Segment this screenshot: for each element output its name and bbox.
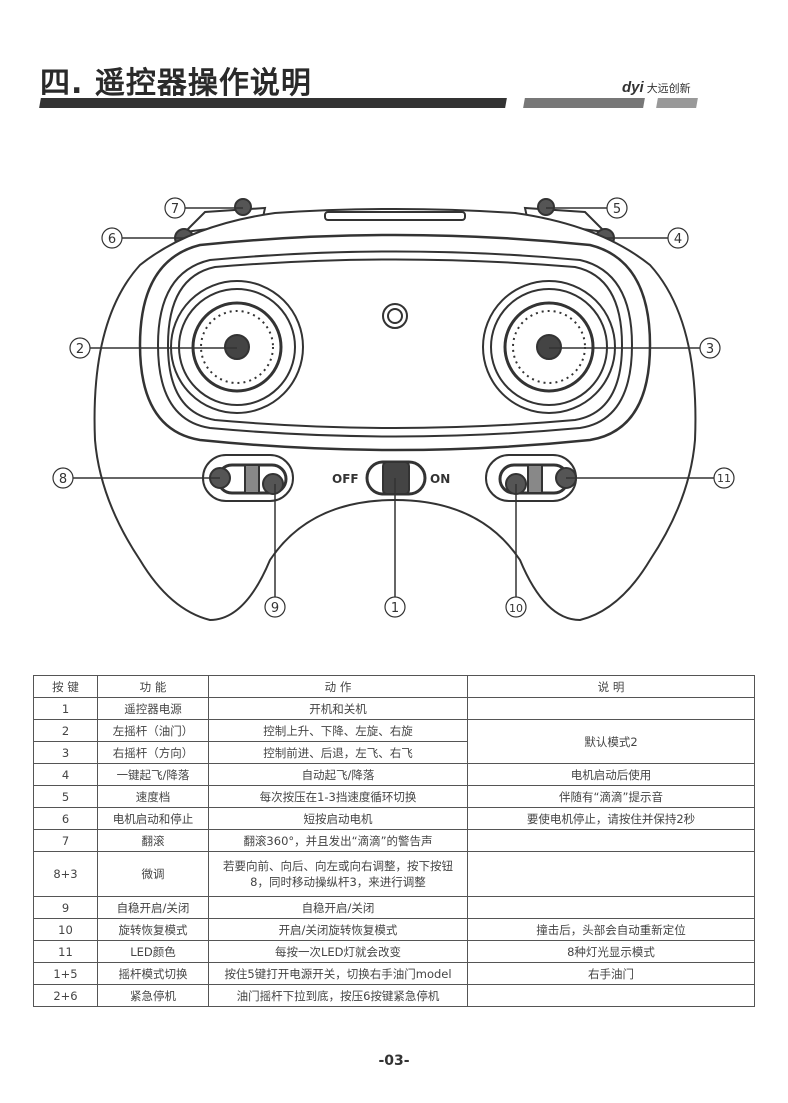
cell-action: 每按一次LED灯就会改变: [208, 940, 468, 963]
left-stick: [170, 280, 304, 414]
cell-note: 默认模式2: [467, 719, 755, 764]
table-header: 按 键 功 能 动 作 说 明: [33, 675, 755, 698]
logo-mark: dyi: [622, 79, 644, 96]
cell-function: 电机启动和停止: [97, 807, 209, 830]
cell-function: 旋转恢复模式: [97, 918, 209, 941]
cell-key: 3: [33, 741, 98, 764]
cell-note: 电机启动后使用: [467, 763, 755, 786]
header-action: 动 作: [208, 675, 468, 698]
right-stick: [482, 280, 616, 414]
cell-action: 按住5键打开电源开关，切换右手油门model: [208, 962, 468, 985]
button-7: [234, 198, 252, 216]
cell-function: 自稳开启/关闭: [97, 896, 209, 919]
cell-key: 7: [33, 829, 98, 852]
cell-action: 开启/关闭旋转恢复模式: [208, 918, 468, 941]
header-note: 说 明: [467, 675, 755, 698]
cell-key: 2+6: [33, 984, 98, 1007]
cell-key: 5: [33, 785, 98, 808]
callout-6: 6: [108, 232, 116, 247]
switch-on-label: ON: [430, 472, 450, 486]
cell-note: 伴随有“滴滴”提示音: [467, 785, 755, 808]
center-button: [382, 303, 408, 329]
page-title: 四. 遥控器操作说明: [40, 66, 312, 101]
cell-note: 撞击后，头部会自动重新定位: [467, 918, 755, 941]
header-function: 功 能: [97, 675, 209, 698]
cell-action: 自稳开启/关闭: [208, 896, 468, 919]
cell-function: 速度档: [97, 785, 209, 808]
cell-key: 11: [33, 940, 98, 963]
cell-function: 遥控器电源: [97, 697, 209, 720]
callout-8: 8: [59, 472, 67, 487]
cell-key: 1+5: [33, 962, 98, 985]
cell-note: [467, 851, 755, 897]
cell-function: 紧急停机: [97, 984, 209, 1007]
cell-action: 每次按压在1-3挡速度循环切换: [208, 785, 468, 808]
callout-3: 3: [706, 342, 714, 357]
cell-function: 左摇杆（油门）: [97, 719, 209, 742]
cell-key: 4: [33, 763, 98, 786]
cell-note: [467, 697, 755, 720]
cell-note: [467, 896, 755, 919]
switch-off-label: OFF: [332, 472, 359, 486]
cell-key: 8+3: [33, 851, 98, 897]
callout-11: 11: [717, 472, 731, 485]
cell-function: 摇杆模式切换: [97, 962, 209, 985]
cell-note: [467, 984, 755, 1007]
cell-function: 右摇杆（方向）: [97, 741, 209, 764]
cell-action: 翻滚360°，并且发出“滴滴”的警告声: [208, 829, 468, 852]
cell-action: 若要向前、向后、向左或向右调整，按下按钮8，同时移动操纵杆3，来进行调整: [208, 851, 468, 897]
cell-note: 要使电机停止，请按住并保持2秒: [467, 807, 755, 830]
callout-4: 4: [674, 232, 682, 247]
cell-key: 6: [33, 807, 98, 830]
cell-note: [467, 829, 755, 852]
cell-action: 短按启动电机: [208, 807, 468, 830]
callout-7: 7: [171, 202, 179, 217]
callout-5: 5: [613, 202, 621, 217]
callout-2: 2: [76, 342, 84, 357]
button-5: [537, 198, 555, 216]
cell-action: 控制上升、下降、左旋、右旋: [208, 719, 468, 742]
cell-key: 10: [33, 918, 98, 941]
page-number: -03-: [378, 1053, 410, 1069]
cell-action: 自动起飞/降落: [208, 763, 468, 786]
cell-function: 翻滚: [97, 829, 209, 852]
callout-10: 10: [509, 602, 523, 615]
cell-action: 油门摇杆下拉到底，按压6按键紧急停机: [208, 984, 468, 1007]
cell-key: 2: [33, 719, 98, 742]
controller-diagram: OFF ON 1 2 3 4 5 6 7 8 9 10 11: [52, 197, 735, 622]
cell-function: LED颜色: [97, 940, 209, 963]
callout-9: 9: [271, 601, 279, 616]
cell-function: 微调: [97, 851, 209, 897]
cell-note: 8种灯光显示模式: [467, 940, 755, 963]
cell-action: 开机和关机: [208, 697, 468, 720]
cell-key: 1: [33, 697, 98, 720]
cell-function: 一键起飞/降落: [97, 763, 209, 786]
controller-body: [93, 208, 697, 622]
cell-key: 9: [33, 896, 98, 919]
cell-action: 控制前进、后退，左飞、右飞: [208, 741, 468, 764]
callout-1: 1: [391, 601, 399, 616]
logo-text: 大远创新: [646, 82, 691, 95]
cell-note: 右手油门: [467, 962, 755, 985]
header-key: 按 键: [33, 675, 98, 698]
